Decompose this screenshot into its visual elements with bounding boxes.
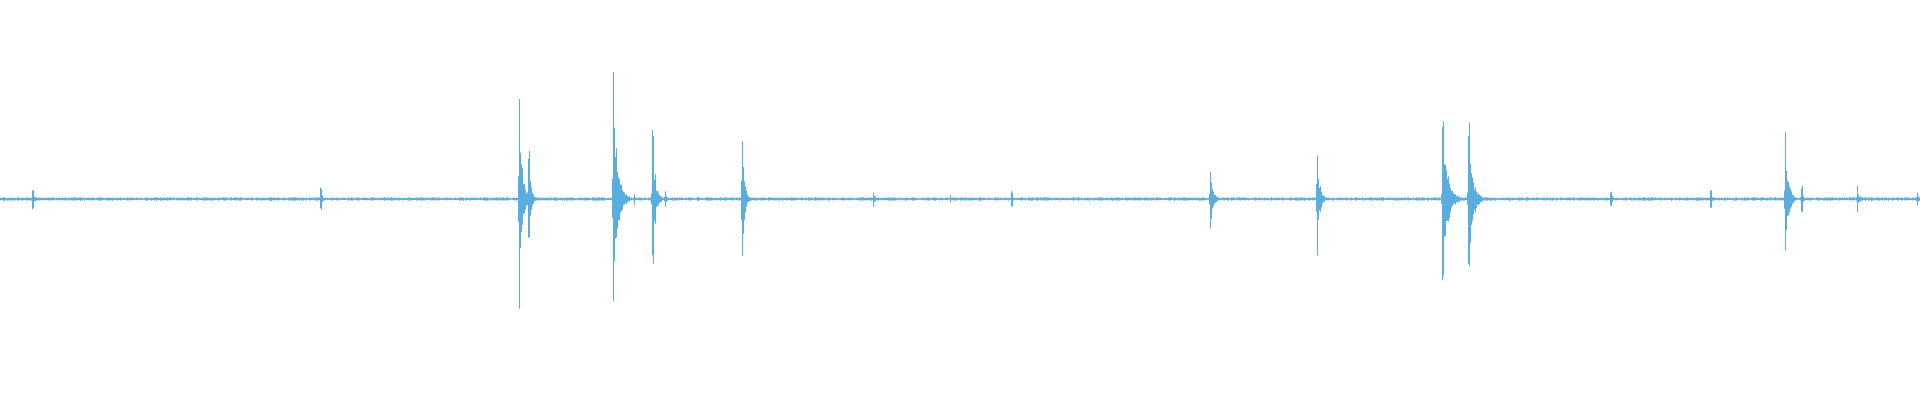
waveform-samples [0,72,1920,309]
